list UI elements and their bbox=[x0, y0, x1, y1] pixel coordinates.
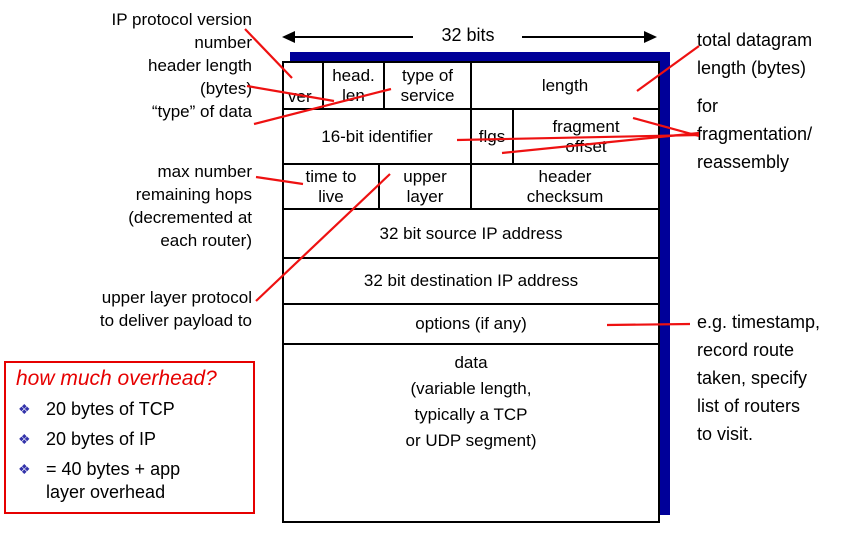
field-options: options (if any) bbox=[415, 314, 527, 333]
field-fragment-offset: fragment offset bbox=[552, 116, 620, 156]
field-length: length bbox=[541, 75, 589, 95]
width-arrow-right bbox=[522, 31, 657, 43]
annotation-fragmentation: for fragmentation/ reassembly bbox=[697, 96, 813, 172]
field-identifier: 16-bit identifier bbox=[284, 110, 472, 163]
overhead-item: 20 bytes of IP bbox=[46, 429, 157, 449]
overhead-callout-box: how much overhead? ❖ 20 bytes of TCP ❖ 2… bbox=[4, 361, 255, 514]
bits-width-label: 32 bits bbox=[441, 25, 495, 45]
annotation-header-length: header length (bytes) bbox=[148, 56, 252, 98]
list-item: ❖ 20 bytes of IP bbox=[16, 428, 247, 451]
annotation-version: IP protocol version number bbox=[111, 10, 252, 52]
table-row: 16-bit identifier flgs fragment offset bbox=[284, 110, 658, 165]
field-type-of-service: type of service bbox=[385, 63, 472, 108]
field-version: ver bbox=[284, 63, 324, 108]
list-item: ❖ = 40 bytes + app layer overhead bbox=[16, 458, 247, 504]
overhead-item: = 40 bytes + app layer overhead bbox=[46, 459, 181, 502]
diamond-bullet-icon: ❖ bbox=[18, 461, 31, 477]
overhead-item: 20 bytes of TCP bbox=[46, 399, 175, 419]
field-header-checksum: header checksum bbox=[526, 166, 604, 206]
diamond-bullet-icon: ❖ bbox=[18, 401, 31, 417]
table-row: options (if any) bbox=[284, 305, 658, 345]
table-row: time to live upper layer header checksum bbox=[284, 165, 658, 210]
diamond-bullet-icon: ❖ bbox=[18, 431, 31, 447]
annotation-options-note: e.g. timestamp, record route taken, spec… bbox=[697, 312, 821, 444]
field-upper-layer: upper layer bbox=[380, 165, 472, 208]
table-row: ver head. len type of service length bbox=[284, 63, 658, 110]
annotation-max-hops: max number remaining hops (decremented a… bbox=[128, 162, 252, 250]
field-data: data (variable length, typically a TCP o… bbox=[405, 353, 537, 450]
table-row: data (variable length, typically a TCP o… bbox=[284, 345, 658, 521]
width-arrow-left bbox=[282, 31, 413, 43]
table-row: 32 bit source IP address bbox=[284, 210, 658, 259]
field-flags: flgs bbox=[472, 110, 514, 163]
overhead-title: how much overhead? bbox=[16, 367, 217, 390]
table-row: 32 bit destination IP address bbox=[284, 259, 658, 305]
annotation-upper-protocol: upper layer protocol to deliver payload … bbox=[99, 288, 252, 330]
list-item: ❖ 20 bytes of TCP bbox=[16, 398, 247, 421]
field-source-address: 32 bit source IP address bbox=[379, 223, 563, 243]
annotation-total-length: total datagram length (bytes) bbox=[697, 30, 813, 78]
field-time-to-live: time to live bbox=[284, 165, 380, 208]
ip-datagram-table: ver head. len type of service length 16-… bbox=[282, 61, 660, 523]
field-header-length: head. len bbox=[324, 63, 385, 108]
annotation-type-of-data: “type” of data bbox=[151, 102, 252, 121]
field-destination-address: 32 bit destination IP address bbox=[363, 271, 579, 290]
